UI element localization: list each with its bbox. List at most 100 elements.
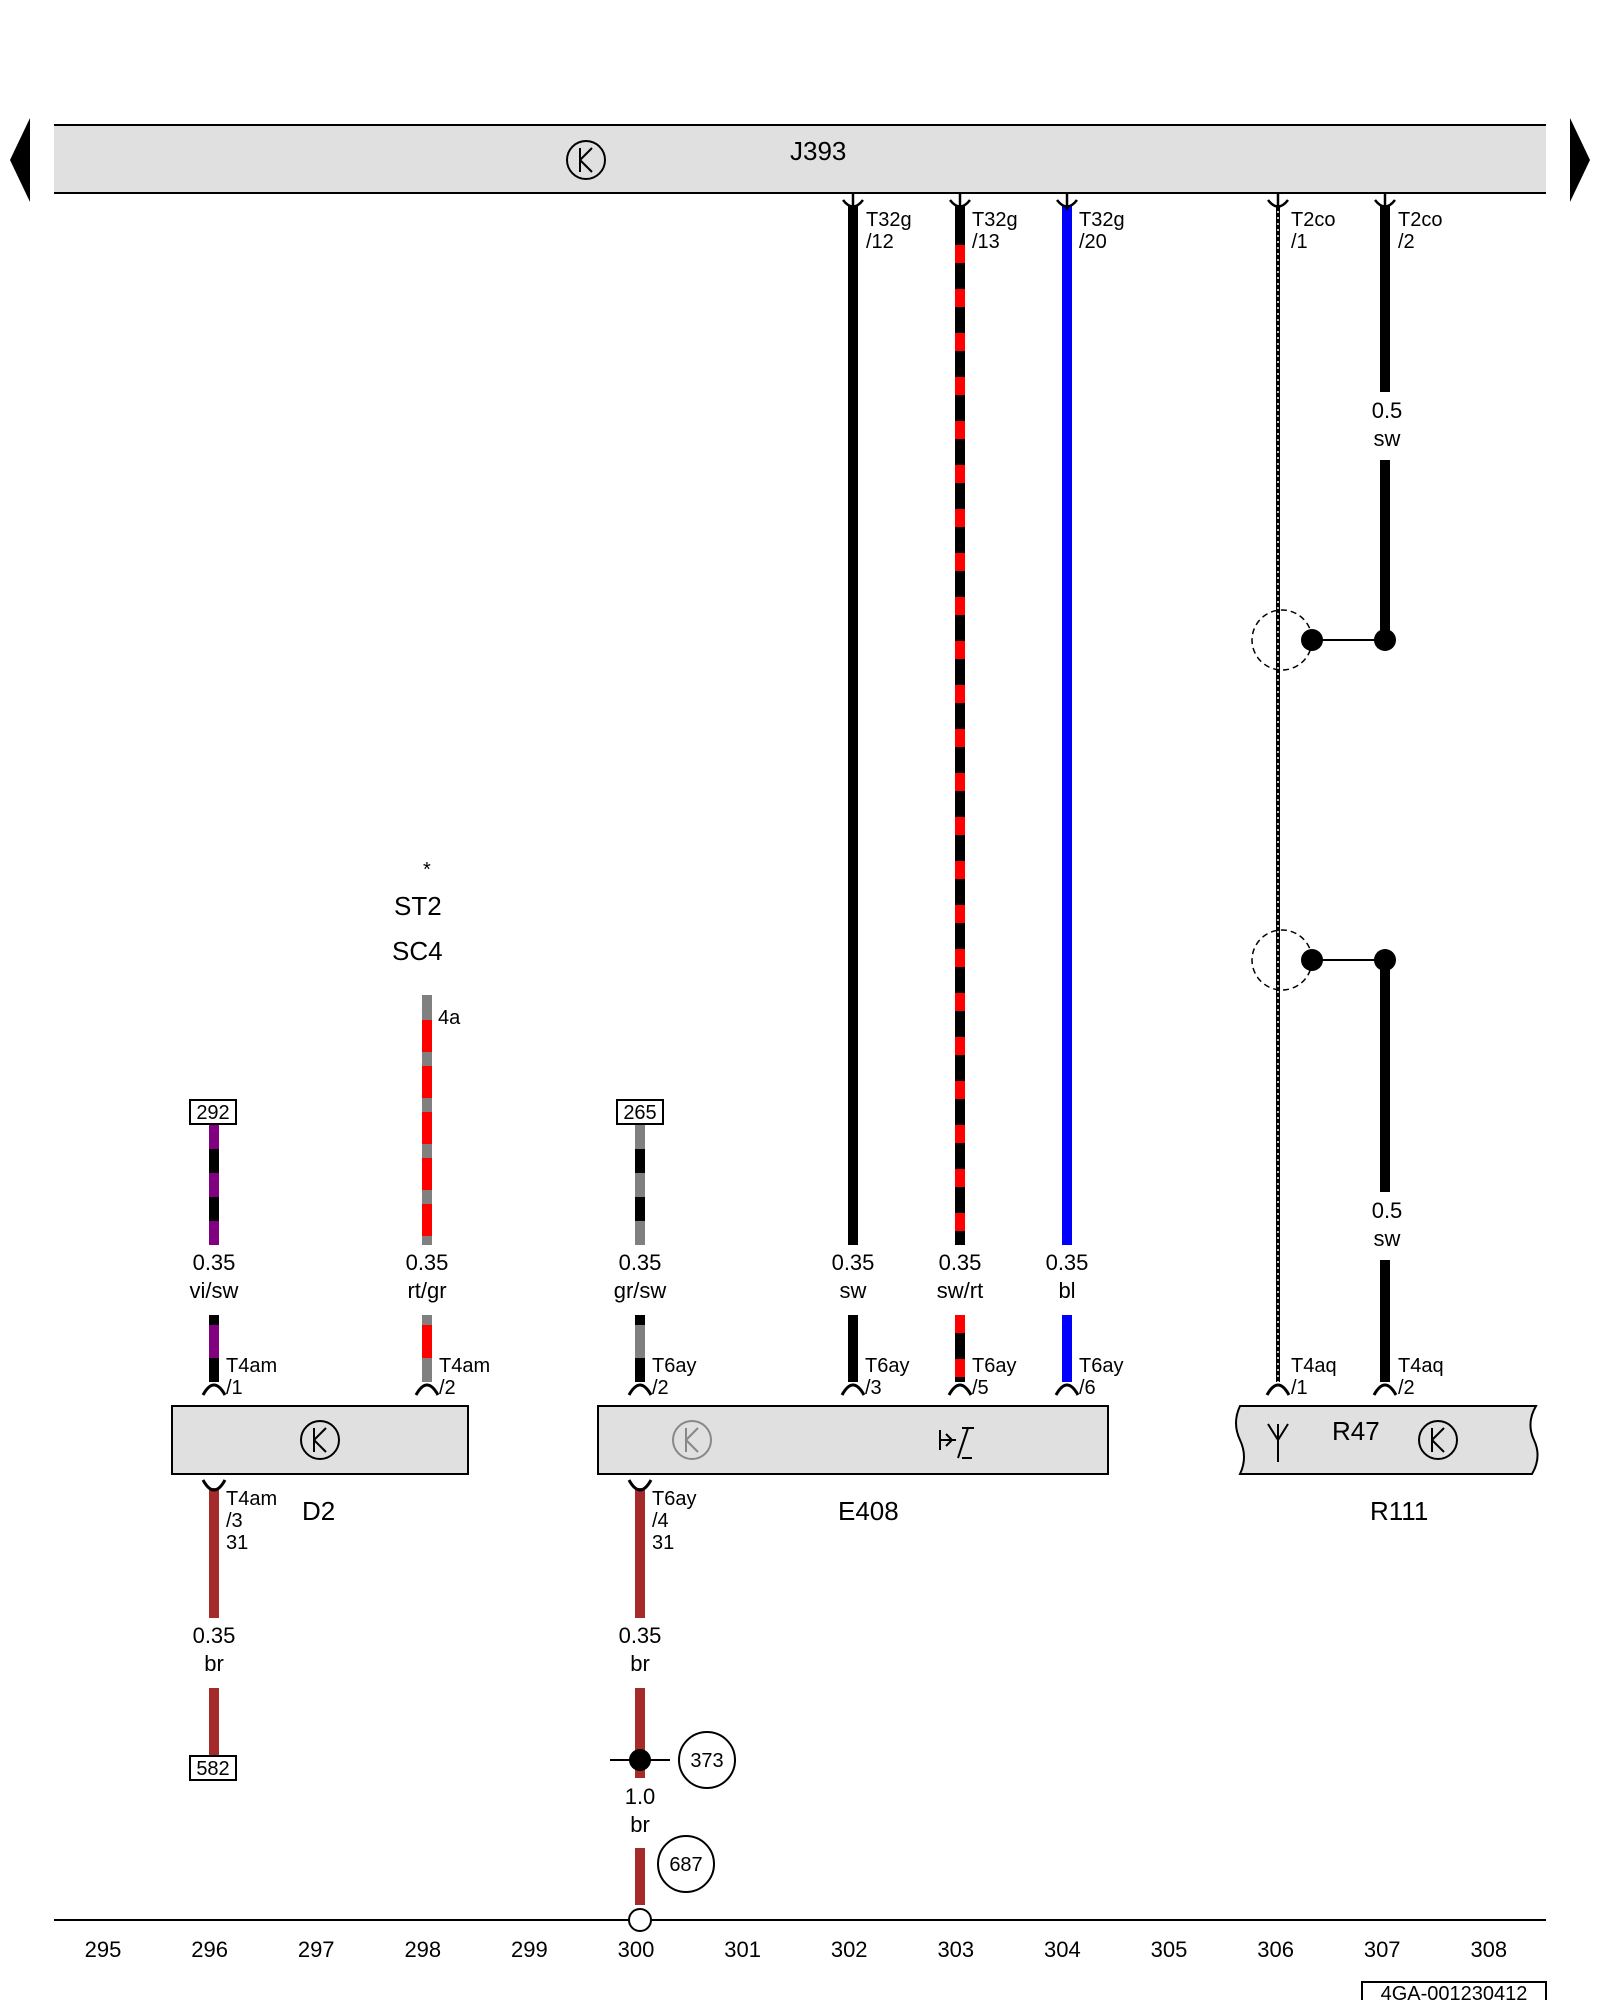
electronic-unit-icon [1418,1420,1458,1460]
connectors-lower [201,1383,1398,1492]
pin-labels-lower: T4am /1 T4am /2 T6ay /2 T6ay /3 T6ay /5 … [226,1355,1444,1554]
pin-t6ay-5-num: /5 [972,1377,989,1399]
wire-300-size: 0.35 [619,1250,662,1275]
shield-junction-bottom [1251,929,1396,991]
pin-t4am-3-term: 31 [226,1532,248,1554]
pin-t6ay-2: T6ay [652,1355,696,1377]
pin-t2co-1: T2co [1291,209,1335,231]
pin-t2co-2-num: /2 [1398,231,1415,253]
r111-label: R111 [1370,1496,1428,1526]
pin-t4am-1: T4am [226,1355,277,1377]
column-number: 303 [937,1937,974,1962]
pin-t4aq-1: T4aq [1291,1355,1337,1377]
ref-292-label: 292 [196,1102,229,1124]
antenna-icon [1267,1423,1289,1462]
pin-t6ay-5: T6ay [972,1355,1016,1377]
ref-box-582[interactable]: 582 [189,1755,237,1781]
ref-box-265[interactable]: 265 [616,1099,664,1125]
e408-component [597,1405,1109,1475]
column-number: 295 [85,1937,122,1962]
next-page-arrow[interactable] [1570,118,1590,202]
ref-265-label: 265 [623,1102,656,1124]
pin-t4aq-2-num: /2 [1398,1377,1415,1399]
st2-label: ST2 [394,891,442,921]
column-number: 306 [1257,1937,1294,1962]
column-number: 301 [724,1937,761,1962]
pin-t32g-12-num: /12 [866,231,894,253]
column-number: 307 [1364,1937,1401,1962]
wire-300-gnd-color: br [630,1651,650,1676]
column-number: 298 [404,1937,441,1962]
pin-t6ay-2-num: /2 [652,1377,669,1399]
column-number: 308 [1470,1937,1507,1962]
pin-labels-top: T32g /12 T32g /13 T32g /20 T2co /1 T2co … [866,209,1442,253]
previous-page-arrow[interactable] [10,118,30,202]
pin-t32g-12: T32g [866,209,912,231]
column-number: 305 [1151,1937,1188,1962]
wire-296-gnd-size: 0.35 [193,1623,236,1648]
wire-300-gnd-size: 0.35 [619,1623,662,1648]
wire-298-size: 0.35 [406,1250,449,1275]
ref-687-circle[interactable] [657,1835,715,1893]
splice-373: 373 [610,1731,736,1789]
pin-t4am-2-num: /2 [439,1377,456,1399]
wire-300-main-size: 1.0 [625,1784,656,1809]
r47-label: R47 [1332,1416,1380,1446]
column-number: 300 [618,1937,655,1962]
switch-icon [939,1427,974,1459]
wire-307-bot-size: 0.5 [1372,1198,1403,1223]
pin-t4am-2: T4am [439,1355,490,1377]
pin-t6ay-4-term: 31 [652,1532,674,1554]
pin-t6ay-3: T6ay [865,1355,909,1377]
wire-307-bot-color: sw [1374,1226,1401,1251]
pin-t4am-3: T4am [226,1488,277,1510]
wire-307-top-color: sw [1374,426,1401,451]
wire-303-size: 0.35 [939,1250,982,1275]
pin-t6ay-4-num: /4 [652,1510,669,1532]
wire-307-top-size: 0.5 [1372,398,1403,423]
ref-687-label: 687 [669,1854,702,1876]
pin-t6ay-6-num: /6 [1079,1377,1096,1399]
footer-code-box: 4GA-001230412 [1361,1981,1547,2000]
ref-373-label: 373 [690,1750,723,1772]
wire-302-size: 0.35 [832,1250,875,1275]
ground-node [628,1908,652,1932]
pin-t32g-20-num: /20 [1079,231,1107,253]
pin-t4aq-2: T4aq [1398,1355,1444,1377]
j393-control-unit: J393 [54,124,1546,194]
electronic-unit-icon [672,1420,712,1460]
st-marker: * [423,859,431,881]
r111-component: R47 [1235,1405,1539,1475]
pin-t32g-13-num: /13 [972,231,1000,253]
pin-t2co-1-num: /1 [1291,231,1308,253]
pin-t4am-1-num: /1 [226,1377,243,1399]
column-number: 296 [191,1937,228,1962]
d2-label: D2 [302,1496,335,1526]
ground-point-687: 687 [657,1835,715,1893]
pin-t6ay-6: T6ay [1079,1355,1123,1377]
sc4-label: SC4 [392,936,443,966]
ref-582-label: 582 [196,1758,229,1780]
pin-t6ay-3-num: /3 [865,1377,882,1399]
wire-296-size: 0.35 [193,1250,236,1275]
pin-t4am-3-num: /3 [226,1510,243,1532]
fuse-pin-label: 4a [438,1007,461,1029]
wire-labels: 0.35 vi/sw 0.35 rt/gr 0.35 gr/sw 0.35 sw… [190,398,1403,1837]
wire-302-color: sw [840,1278,867,1303]
pin-t4aq-1-num: /1 [1291,1377,1308,1399]
wire-296-gnd-color: br [204,1651,224,1676]
wire-304-size: 0.35 [1046,1250,1089,1275]
footer-code: 4GA-001230412 [1381,1983,1528,2000]
column-number: 304 [1044,1937,1081,1962]
electronic-unit-icon [566,140,606,180]
ref-373-circle[interactable] [678,1731,736,1789]
pin-t6ay-4: T6ay [652,1488,696,1510]
j393-label: J393 [790,136,846,166]
electronic-unit-icon [300,1420,340,1460]
wire-304-color: bl [1058,1278,1075,1303]
column-number: 299 [511,1937,548,1962]
d2-component [171,1405,469,1475]
pin-t32g-13: T32g [972,209,1018,231]
ref-box-292[interactable]: 292 [189,1099,237,1125]
